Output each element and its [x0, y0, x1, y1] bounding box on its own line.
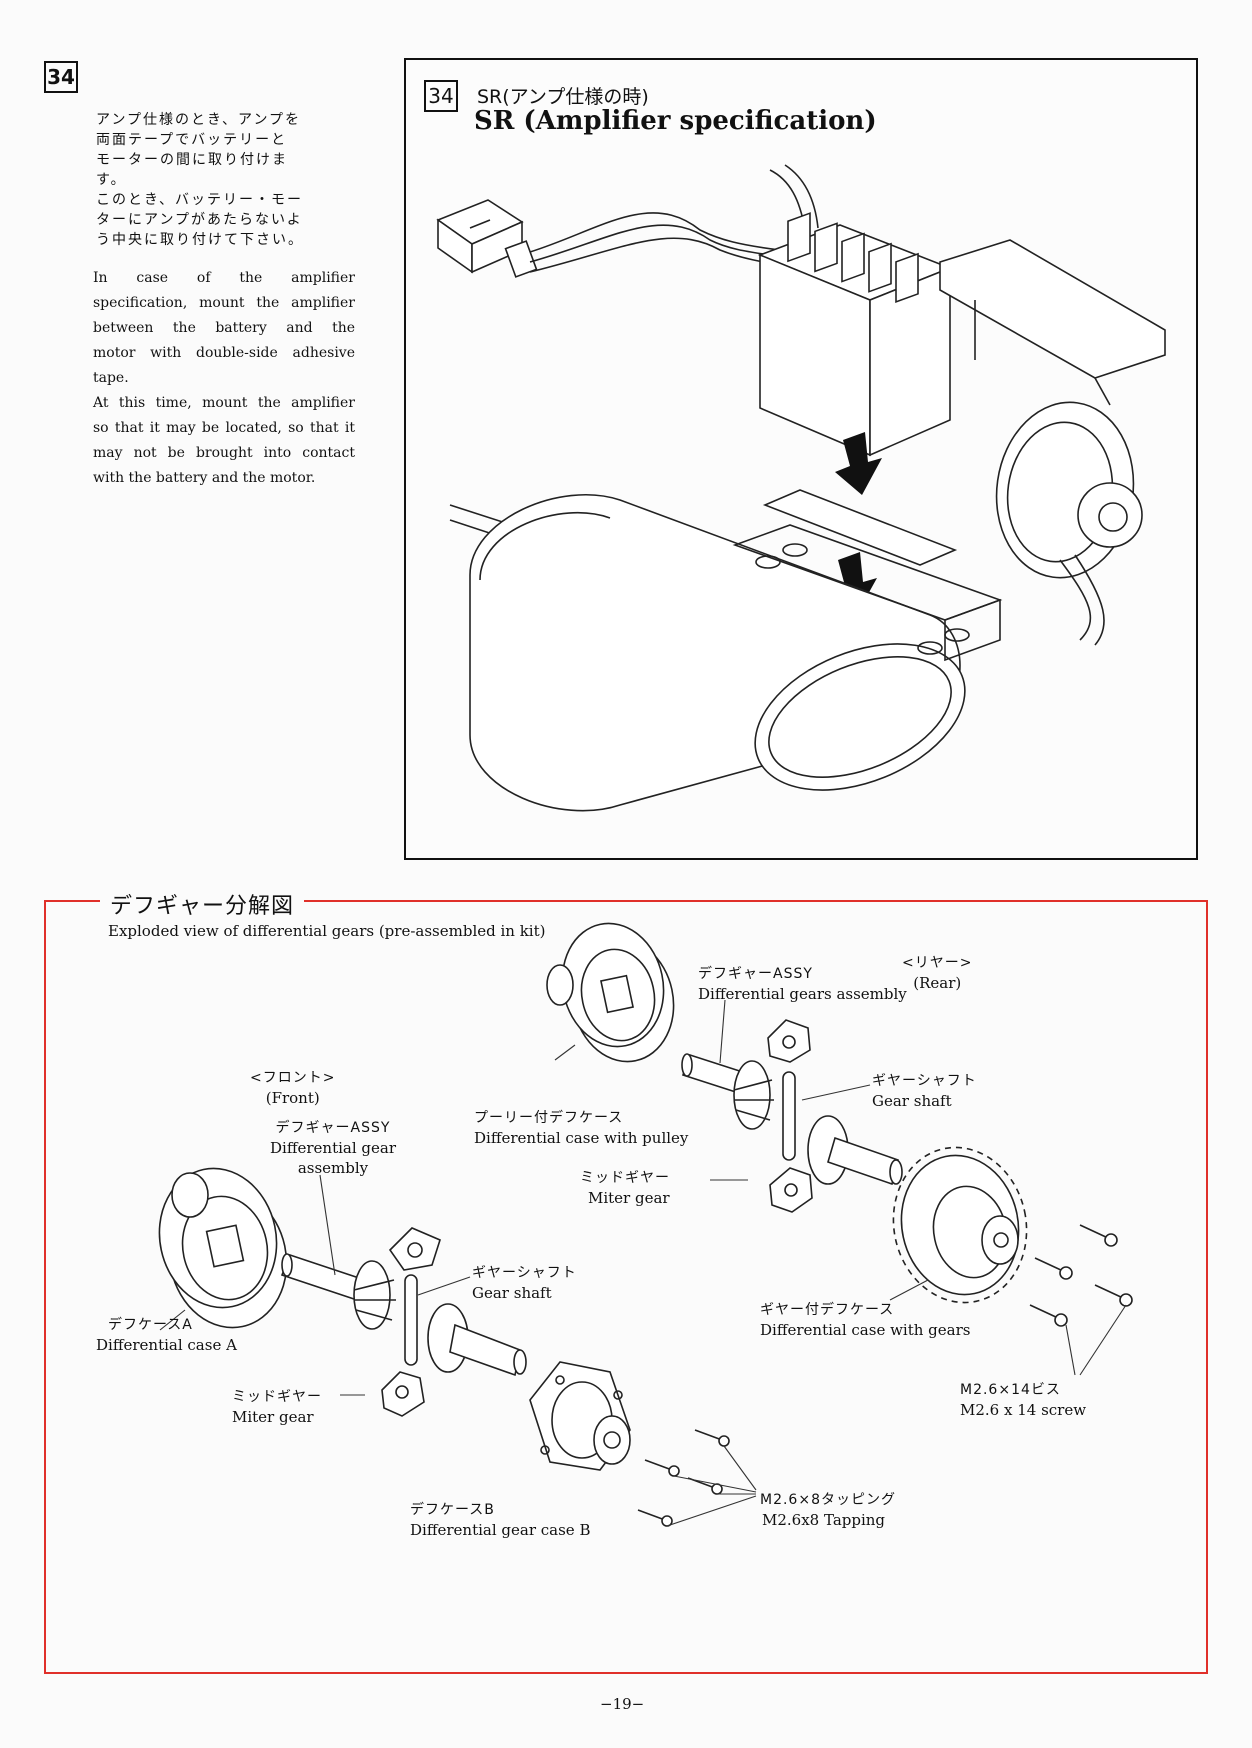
front-gear-assembly	[280, 1227, 527, 1417]
figure-title-en: SR (Amplifier specification)	[474, 106, 877, 136]
rear-assy-label: デフギャーASSY Differential gears assembly	[698, 964, 907, 1004]
front-assy-jp: デフギャーASSY	[275, 1120, 391, 1136]
shaft-front-en: Gear shaft	[472, 1284, 552, 1302]
jp-line: 両面テープでバッテリーと	[96, 132, 288, 148]
leader-lines	[159, 999, 929, 1396]
miter-front-label: ミッドギヤー Miter gear	[232, 1387, 322, 1427]
shaft-front-label: ギヤーシャフト Gear shaft	[472, 1263, 577, 1303]
en-line: may not be brought into contact	[93, 445, 355, 461]
screw-label: M2.6×14ビス M2.6 x 14 screw	[960, 1380, 1086, 1420]
tapping-jp: M2.6×8タッピング	[760, 1492, 896, 1508]
case-a-jp: デフケースA	[108, 1317, 193, 1333]
case-b-label: デフケースB Differential gear case B	[410, 1500, 590, 1540]
exploded-view-frame	[44, 900, 1208, 1674]
motor	[995, 401, 1143, 646]
screw-en: M2.6 x 14 screw	[960, 1401, 1087, 1419]
tapping-screws	[637, 1429, 757, 1527]
gear-case-label: ギヤー付デフケース Differential case with gears	[760, 1300, 970, 1340]
differential-case-a	[158, 1167, 288, 1329]
differential-case-b	[529, 1361, 631, 1471]
rear-assy-jp: デフギャーASSY	[698, 966, 813, 982]
case-a-label: デフケースA Differential case A	[96, 1315, 237, 1355]
miter-rear-en: Miter gear	[588, 1189, 670, 1207]
en-line: specification, mount the amplifier	[93, 295, 355, 311]
gear-case-jp: ギヤー付デフケース	[760, 1302, 895, 1318]
jp-line: このとき、バッテリー・モー	[96, 192, 304, 208]
gear-case-en: Differential case with gears	[760, 1321, 971, 1339]
en-line: with the battery and the motor.	[93, 470, 316, 486]
shaft-rear-en: Gear shaft	[872, 1092, 952, 1110]
en-line: In case of the amplifier	[93, 270, 355, 286]
front-label-en: (Front)	[265, 1089, 320, 1107]
double-side-tape	[762, 489, 958, 566]
figure-title-jp: SR(アンプ仕様の時)	[477, 86, 649, 108]
shaft-front-jp: ギヤーシャフト	[472, 1265, 577, 1281]
jp-instructions: アンプ仕様のとき、アンプを 両面テープでバッテリーと モーターの間に取り付けま …	[96, 110, 356, 250]
rear-assy-en: Differential gears assembly	[698, 985, 907, 1003]
jp-line: う中央に取り付けて下さい。	[96, 232, 304, 248]
jp-line: ターにアンプがあたらないよ	[96, 212, 303, 228]
miter-front-jp: ミッドギヤー	[232, 1389, 322, 1405]
miter-front-en: Miter gear	[232, 1408, 314, 1426]
front-assy-label: デフギャーASSY Differential gear assembly	[270, 1118, 396, 1178]
page-number: −19−	[600, 1695, 645, 1713]
machine-screws	[1029, 1224, 1133, 1376]
amplifier-box	[757, 212, 953, 457]
en-line: tape.	[93, 370, 129, 386]
rear-label: <リヤー> (Rear)	[902, 953, 972, 993]
exploded-view-subtitle: Exploded view of differential gears (pre…	[108, 922, 546, 940]
step-number-box: 34	[44, 61, 78, 93]
en-instructions: In case of the amplifier specification, …	[93, 266, 355, 491]
rear-gear-assembly	[681, 1019, 903, 1213]
case-b-jp: デフケースB	[410, 1502, 495, 1518]
figure-number-box: 34	[424, 80, 458, 112]
jp-line: す。	[96, 172, 127, 188]
en-line: so that it may be located, so that it	[93, 420, 355, 436]
rear-label-jp: <リヤー>	[902, 955, 973, 971]
differential-case-with-pulley	[546, 922, 675, 1063]
battery-pack	[469, 494, 966, 812]
shaft-rear-label: ギヤーシャフト Gear shaft	[872, 1071, 977, 1111]
motor-bracket	[939, 239, 1166, 406]
front-assy-en2: assembly	[297, 1159, 369, 1177]
differential-case-with-gears	[892, 1146, 1028, 1304]
front-assy-en1: Differential gear	[270, 1139, 396, 1157]
miter-rear-jp: ミッドギヤー	[580, 1170, 670, 1186]
exploded-view-title: デフギャー分解図	[100, 888, 305, 920]
case-b-en: Differential gear case B	[410, 1521, 591, 1539]
pulley-case-jp: プーリー付デフケース	[474, 1110, 624, 1126]
pulley-case-en: Differential case with pulley	[474, 1129, 689, 1147]
shaft-rear-jp: ギヤーシャフト	[872, 1073, 977, 1089]
front-label-jp: <フロント>	[250, 1070, 336, 1086]
miter-rear-label: ミッドギヤー Miter gear	[580, 1168, 670, 1208]
tapping-label: M2.6×8タッピング M2.6x8 Tapping	[760, 1490, 896, 1530]
en-line: At this time, mount the amplifier	[93, 395, 355, 411]
rear-label-en: (Rear)	[913, 974, 962, 992]
arrow-down-upper	[835, 432, 882, 495]
screw-jp: M2.6×14ビス	[960, 1382, 1061, 1398]
front-label: <フロント> (Front)	[250, 1068, 335, 1108]
tapping-en: M2.6x8 Tapping	[762, 1511, 886, 1529]
en-line: motor with double-side adhesive	[93, 345, 355, 361]
connector-plug	[436, 199, 538, 278]
en-line: between the battery and the	[93, 320, 355, 336]
pulley-case-label: プーリー付デフケース Differential case with pulley	[474, 1108, 688, 1148]
jp-line: モーターの間に取り付けま	[96, 152, 288, 168]
case-a-en: Differential case A	[96, 1336, 237, 1354]
jp-line: アンプ仕様のとき、アンプを	[96, 112, 302, 128]
